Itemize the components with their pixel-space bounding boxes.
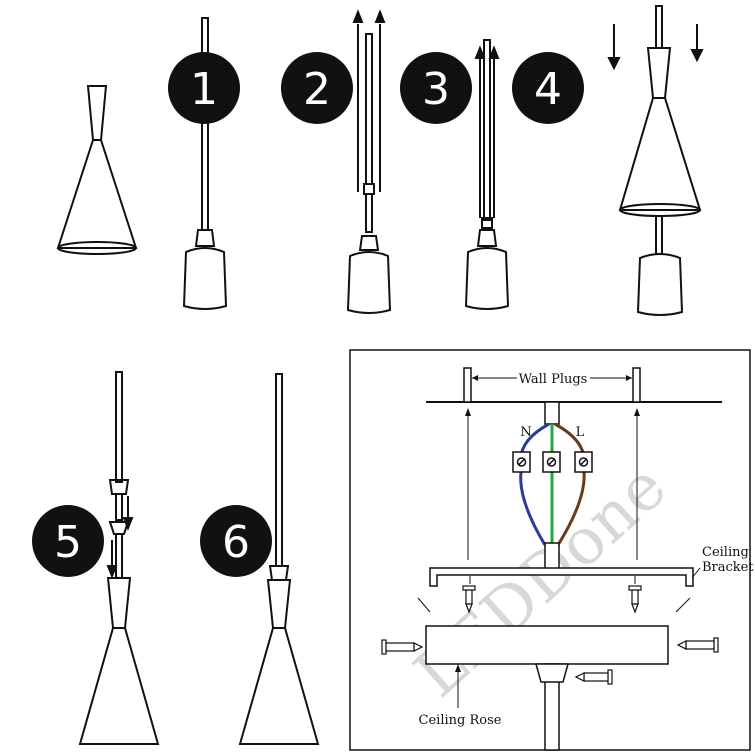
lamp-shade [56, 85, 138, 255]
step-1-illustration [182, 17, 228, 310]
terminal-block-live [574, 451, 593, 473]
ceiling-rose [425, 625, 669, 665]
ceiling-bracket [429, 567, 694, 587]
step-3-badge: 3 [400, 52, 472, 124]
step-4-illustration [607, 5, 704, 316]
svg-text:4: 4 [534, 64, 562, 115]
wall-plug-right [632, 367, 641, 403]
svg-text:5: 5 [54, 517, 82, 568]
wiring-panel: LEDDone Wall Plugs N L [349, 349, 754, 751]
svg-text:6: 6 [222, 517, 250, 568]
step-4-badge: 4 [512, 52, 584, 124]
svg-text:2: 2 [303, 64, 331, 115]
step-2-badge: 2 [281, 52, 353, 124]
bracket-screw-left [462, 585, 476, 614]
step-3-illustration [464, 39, 510, 310]
wall-plugs-label: Wall Plugs [519, 372, 588, 387]
ceiling-rose-label: Ceiling Rose [419, 713, 502, 728]
terminal-block-earth [542, 451, 561, 473]
svg-text:3: 3 [422, 64, 450, 115]
live-label: L [576, 425, 585, 440]
step-5-badge: 5 [32, 505, 104, 577]
wall-plug-left [463, 367, 472, 403]
rose-screw-right [676, 637, 719, 653]
step-6-illustration [238, 373, 320, 745]
rose-grub-screw [574, 669, 613, 685]
neutral-label: N [520, 425, 531, 440]
step-5-illustration [78, 371, 160, 745]
terminal-block-neutral [512, 451, 531, 473]
svg-text:1: 1 [190, 64, 218, 115]
step-2-illustration [346, 9, 392, 314]
step-1-badge: 1 [168, 52, 240, 124]
rose-screw-left [381, 639, 424, 655]
bracket-screw-right [628, 585, 642, 614]
step-6-badge: 6 [200, 505, 272, 577]
